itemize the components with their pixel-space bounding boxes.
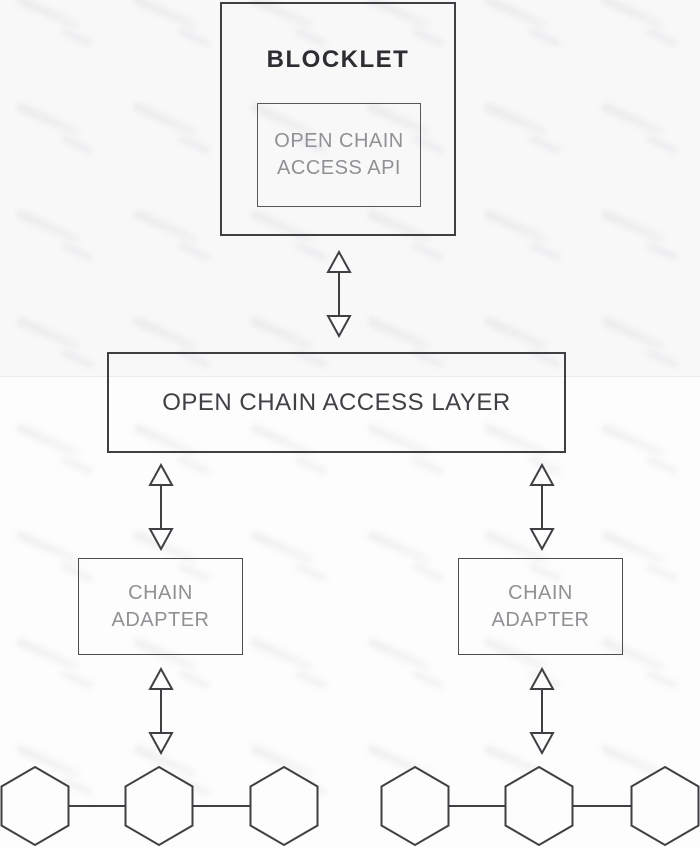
blockchain-chains — [0, 765, 700, 847]
watermark-smudge — [483, 101, 549, 138]
adapter-label-line1: CHAIN — [508, 581, 573, 604]
hexagon-node-icon — [630, 765, 700, 847]
watermark-smudge — [645, 562, 679, 583]
blocklet-box: BLOCKLET — [220, 2, 456, 236]
watermark-smudge — [249, 636, 315, 673]
watermark-smudge — [15, 422, 81, 459]
double-headed-arrow-icon — [148, 667, 174, 755]
watermark-smudge — [15, 101, 81, 138]
watermark-smudge — [60, 134, 94, 155]
watermark-smudge — [60, 669, 94, 690]
double-headed-arrow-icon — [326, 250, 352, 338]
blockchain-left-chain — [0, 765, 319, 847]
watermark-smudge — [60, 455, 94, 476]
watermark-smudge — [528, 134, 562, 155]
double-headed-arrow-icon — [529, 463, 555, 551]
watermark-smudge — [366, 636, 432, 673]
watermark-smudge — [177, 455, 211, 476]
watermark-smudge — [483, 315, 549, 352]
hexagon-node-icon — [504, 765, 574, 847]
watermark-smudge — [294, 562, 328, 583]
watermark-smudge — [600, 422, 666, 459]
adapter-label-line2: ADAPTER — [491, 608, 590, 631]
hexagon-node-icon — [0, 765, 70, 847]
watermark-smudge — [600, 208, 666, 245]
watermark-smudge — [249, 315, 315, 352]
chain-adapter-right-box: CHAIN ADAPTER — [458, 558, 623, 655]
watermark-smudge — [366, 315, 432, 352]
watermark-smudge — [177, 669, 211, 690]
blockchain-right-chain — [380, 765, 700, 847]
chain-adapter-left-box: CHAIN ADAPTER — [78, 558, 243, 655]
watermark-smudge — [177, 27, 211, 48]
watermark-smudge — [60, 348, 94, 369]
watermark-smudge — [600, 101, 666, 138]
watermark-smudge — [411, 241, 445, 262]
watermark-smudge — [411, 669, 445, 690]
hexagon-node-icon — [124, 765, 194, 847]
watermark-smudge — [15, 208, 81, 245]
blocklet-title: BLOCKLET — [266, 46, 410, 73]
watermark-smudge — [366, 529, 432, 566]
adapter-label-line1: CHAIN — [128, 581, 193, 604]
watermark-smudge — [645, 455, 679, 476]
watermark-smudge — [15, 636, 81, 673]
watermark-smudge — [528, 27, 562, 48]
watermark-smudge — [411, 562, 445, 583]
watermark-smudge — [15, 0, 81, 31]
double-headed-arrow-icon — [148, 463, 174, 551]
adapter-label-line2: ADAPTER — [111, 608, 210, 631]
watermark-smudge — [645, 348, 679, 369]
watermark-smudge — [177, 241, 211, 262]
hexagon-node-icon — [380, 765, 450, 847]
watermark-smudge — [645, 134, 679, 155]
watermark-smudge — [600, 315, 666, 352]
watermark-smudge — [132, 101, 198, 138]
watermark-smudge — [132, 0, 198, 31]
watermark-smudge — [294, 455, 328, 476]
watermark-smudge — [249, 529, 315, 566]
watermark-smudge — [60, 27, 94, 48]
hexagon-node-icon — [249, 765, 319, 847]
watermark-smudge — [645, 669, 679, 690]
api-label-line2: ACCESS API — [277, 157, 401, 179]
api-label-line1: OPEN CHAIN — [274, 130, 404, 152]
watermark-smudge — [411, 455, 445, 476]
faint-divider-line — [0, 376, 700, 377]
access-layer-label: OPEN CHAIN ACCESS LAYER — [162, 388, 511, 416]
open-chain-access-api-box: OPEN CHAIN ACCESS API — [257, 103, 421, 207]
watermark-smudge — [483, 0, 549, 31]
open-chain-access-layer-box: OPEN CHAIN ACCESS LAYER — [107, 352, 566, 453]
watermark-smudge — [645, 241, 679, 262]
watermark-smudge — [600, 0, 666, 31]
watermark-smudge — [60, 241, 94, 262]
watermark-smudge — [132, 315, 198, 352]
watermark-smudge — [645, 27, 679, 48]
watermark-smudge — [528, 241, 562, 262]
watermark-smudge — [15, 529, 81, 566]
watermark-smudge — [132, 208, 198, 245]
watermark-smudge — [177, 134, 211, 155]
watermark-smudge — [483, 208, 549, 245]
watermark-smudge — [15, 315, 81, 352]
double-headed-arrow-icon — [529, 667, 555, 755]
watermark-smudge — [294, 669, 328, 690]
watermark-smudge — [294, 241, 328, 262]
